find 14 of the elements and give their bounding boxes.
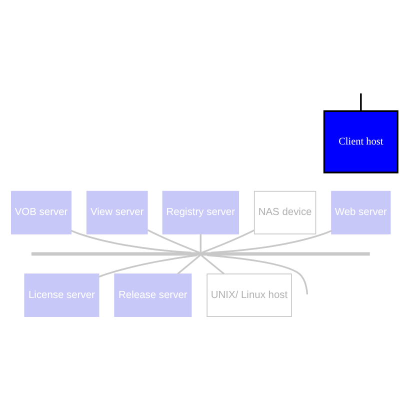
connector [147,229,200,254]
connector [70,230,192,254]
connector [98,254,198,278]
connector [360,93,362,111]
node-bar [31,252,370,256]
node-box: UNIX/ Linux host [206,274,292,318]
connector [200,254,225,275]
connector [202,229,255,254]
node-box: NAS device [254,190,316,234]
connector [177,254,201,274]
connector [200,234,202,252]
connector [211,230,332,254]
node-box: Client host [323,110,398,174]
connector [207,254,308,294]
